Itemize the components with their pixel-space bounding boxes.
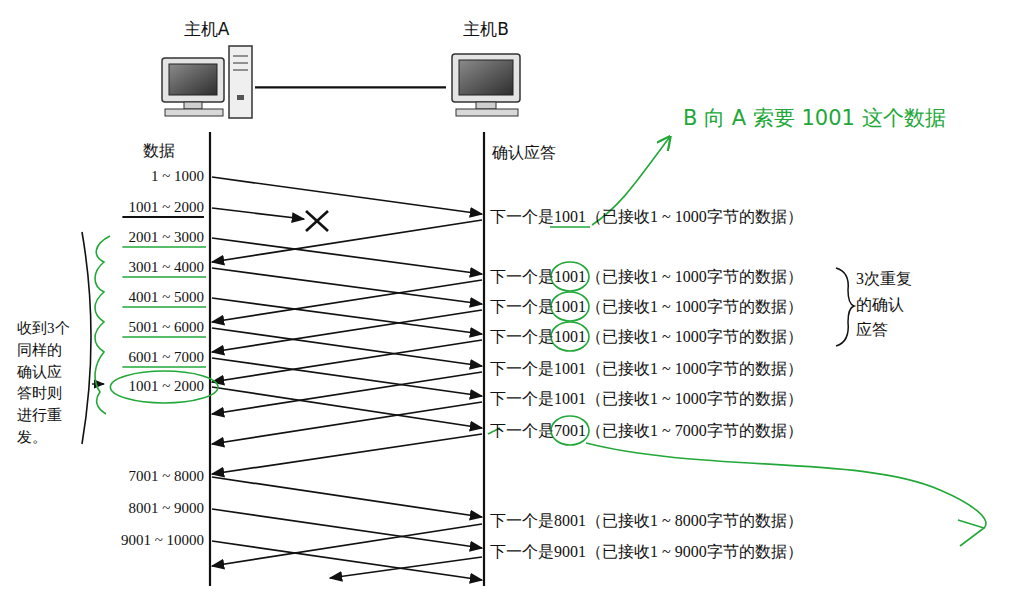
segment-range: 8001 ~ 9000 <box>128 499 204 517</box>
hand-circle <box>110 371 218 403</box>
monitor-screen <box>459 60 513 95</box>
power-button <box>237 95 244 100</box>
computer-icon <box>162 46 252 118</box>
segment-range: 5001 ~ 6000 <box>128 318 204 336</box>
monitor-bezel <box>452 54 520 102</box>
keyboard <box>456 109 518 116</box>
ack-arrow <box>212 402 482 444</box>
loss-stroke <box>306 211 328 231</box>
data-segment-arrow <box>212 208 304 219</box>
ack-text: 下一个是1001（已接收1 ~ 1000字节的数据） <box>490 327 803 346</box>
segment-range: 3001 ~ 4000 <box>128 258 204 276</box>
segment-range: 4001 ~ 5000 <box>128 288 204 306</box>
ack-text: 下一个是7001（已接收1 ~ 7000字节的数据） <box>490 421 803 440</box>
monitor-screen <box>169 64 217 95</box>
hand-underline <box>122 216 204 218</box>
data-segment-arrow <box>212 509 482 548</box>
segment-range: 7001 ~ 8000 <box>128 467 204 485</box>
hand-underline <box>550 226 590 228</box>
network-cable <box>255 86 446 88</box>
data-segment-arrow <box>212 177 482 214</box>
monitor-bezel <box>162 58 224 102</box>
drive-slot <box>233 56 248 57</box>
hand-underline <box>122 336 206 338</box>
ack-text: 下一个是9001（已接收1 ~ 9000字节的数据） <box>490 542 803 561</box>
annotation-text: B 向 A 索要 1001 这个数据 <box>683 106 946 131</box>
ack-text: 下一个是1001（已接收1 ~ 1000字节的数据） <box>490 297 803 316</box>
hand-brace <box>95 236 110 414</box>
host-name: 主机B <box>446 18 526 41</box>
computer-icon <box>452 54 520 116</box>
ack-arrow <box>212 340 482 382</box>
tower-case <box>229 46 252 118</box>
ack-arrow <box>212 524 482 566</box>
segment-range: 9001 ~ 10000 <box>121 531 204 549</box>
data-segment-arrow <box>212 358 482 396</box>
segment-range: 6001 ~ 7000 <box>128 348 204 366</box>
bracket <box>82 232 91 444</box>
hand-underline <box>122 246 206 248</box>
retransmit-note: 收到3个同样的确认应答时则进行重发。 <box>17 318 71 449</box>
ack-arrow <box>330 557 482 578</box>
drive-slot <box>233 63 248 64</box>
host-timeline <box>209 132 211 586</box>
ack-text: 下一个是1001（已接收1 ~ 1000字节的数据） <box>490 359 803 378</box>
ack-text: 下一个是8001（已接收1 ~ 8000字节的数据） <box>490 511 803 530</box>
segment-range: 1001 ~ 2000 <box>128 198 204 216</box>
hand-underline <box>122 276 206 278</box>
host-name: 主机A <box>158 18 255 41</box>
hand-underline <box>122 306 206 308</box>
column-heading: 数据 <box>143 141 175 160</box>
data-segment-arrow <box>212 477 482 517</box>
segment-range: 2001 ~ 3000 <box>128 228 204 246</box>
ack-text: 下一个是1001（已接收1 ~ 1000字节的数据） <box>490 389 803 408</box>
ack-text: 下一个是1001（已接收1 ~ 1000字节的数据） <box>490 207 803 226</box>
bracket <box>836 268 854 346</box>
bracket-note: 3次重复的确认应答 <box>856 266 914 343</box>
loss-mark <box>306 211 328 231</box>
loss-stroke <box>306 211 328 231</box>
monitor-stand <box>476 102 496 109</box>
hand-arrowhead <box>958 520 984 546</box>
segment-range: 1 ~ 1000 <box>151 167 204 185</box>
host-timeline <box>483 132 485 586</box>
ack-arrow <box>212 220 482 262</box>
column-heading: 确认应答 <box>492 143 556 162</box>
segment-range: 1001 ~ 2000 <box>128 377 204 395</box>
ack-text: 下一个是1001（已接收1 ~ 1000字节的数据） <box>490 267 803 286</box>
host-node: 主机A <box>158 18 255 120</box>
keyboard <box>165 109 223 116</box>
host-node: 主机B <box>446 18 526 120</box>
ack-arrow <box>212 434 482 474</box>
pointer-arrow <box>92 383 104 384</box>
monitor-stand <box>184 102 202 109</box>
hand-underline <box>122 366 206 368</box>
drive-slot <box>233 70 248 71</box>
